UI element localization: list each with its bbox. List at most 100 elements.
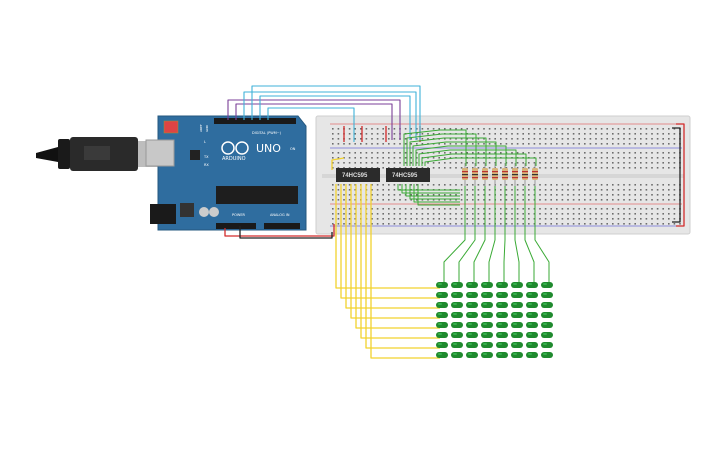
wire <box>259 95 411 140</box>
shift-register-2[interactable]: 74HC595 <box>386 168 430 182</box>
wire <box>370 184 440 359</box>
led <box>451 342 463 348</box>
led <box>541 282 553 288</box>
led <box>511 352 523 358</box>
led <box>541 352 553 358</box>
led <box>526 342 538 348</box>
wire <box>672 127 681 223</box>
led <box>496 352 508 358</box>
led <box>541 322 553 328</box>
led-matrix[interactable] <box>436 282 553 358</box>
led <box>436 332 448 338</box>
analog-header[interactable] <box>264 223 300 229</box>
power-jack <box>150 204 176 224</box>
wire <box>360 184 440 339</box>
wire <box>524 186 535 282</box>
power-label: POWER <box>232 213 246 217</box>
led <box>541 302 553 308</box>
led <box>511 292 523 298</box>
wire <box>443 186 466 282</box>
arduino-uno-board[interactable]: UNO ARDUINO DIGITAL (PWM~) AREF GND TX R… <box>145 115 307 231</box>
led <box>466 332 478 338</box>
led <box>481 292 493 298</box>
led <box>451 352 463 358</box>
wire <box>424 157 537 166</box>
wire <box>350 184 440 319</box>
wire <box>514 186 520 282</box>
led <box>511 332 523 338</box>
led <box>496 282 508 288</box>
wire <box>488 186 496 282</box>
digital-header[interactable] <box>214 118 296 124</box>
reset-button[interactable] <box>163 120 179 134</box>
wire <box>534 186 550 282</box>
led <box>436 302 448 308</box>
l-label: L <box>204 140 206 144</box>
chip-label: 74HC595 <box>392 173 418 179</box>
wire <box>417 184 460 206</box>
led <box>496 322 508 328</box>
power-header[interactable] <box>216 223 256 229</box>
led <box>466 302 478 308</box>
led <box>451 312 463 318</box>
led <box>451 282 463 288</box>
led <box>466 342 478 348</box>
gnd-label: GND <box>205 124 209 132</box>
led <box>526 332 538 338</box>
led <box>496 312 508 318</box>
board-model: UNO <box>256 142 281 155</box>
wire <box>345 184 440 309</box>
led <box>526 292 538 298</box>
led <box>466 292 478 298</box>
led <box>436 312 448 318</box>
wire <box>251 85 421 140</box>
wire <box>401 184 460 194</box>
board-brand: ARDUINO <box>222 156 246 162</box>
led <box>466 282 478 288</box>
wire <box>406 133 477 166</box>
wires[interactable] <box>224 85 685 359</box>
led <box>526 282 538 288</box>
wire <box>415 145 507 166</box>
usb-cable[interactable] <box>36 137 162 171</box>
led <box>436 292 448 298</box>
wire <box>397 184 460 191</box>
led <box>466 312 478 318</box>
analog-label: ANALOG IN <box>270 213 290 217</box>
digital-label: DIGITAL (PWM~) <box>252 131 282 135</box>
led <box>451 292 463 298</box>
shift-register-1[interactable]: 74HC595 <box>336 168 380 182</box>
resistor-array[interactable] <box>462 163 538 186</box>
led <box>451 322 463 328</box>
led <box>451 332 463 338</box>
led <box>541 342 553 348</box>
wire <box>458 186 476 282</box>
led <box>481 352 493 358</box>
led <box>466 352 478 358</box>
wire <box>340 184 440 299</box>
led <box>511 342 523 348</box>
led <box>511 302 523 308</box>
wire <box>409 184 460 200</box>
atmega-chip <box>216 186 298 204</box>
wire <box>503 186 506 282</box>
wire <box>239 226 333 239</box>
led <box>526 352 538 358</box>
wire <box>331 157 345 170</box>
led <box>496 342 508 348</box>
led <box>526 322 538 328</box>
on-label: ON <box>290 147 296 151</box>
led <box>481 322 493 328</box>
arduino-logo <box>221 141 249 155</box>
wire <box>413 184 460 203</box>
led <box>436 352 448 358</box>
wire <box>365 184 440 349</box>
usb-port <box>145 139 175 167</box>
wire <box>267 107 355 142</box>
led <box>511 322 523 328</box>
wire <box>227 99 401 140</box>
wire <box>335 184 440 289</box>
wire <box>409 137 487 166</box>
led <box>466 322 478 328</box>
